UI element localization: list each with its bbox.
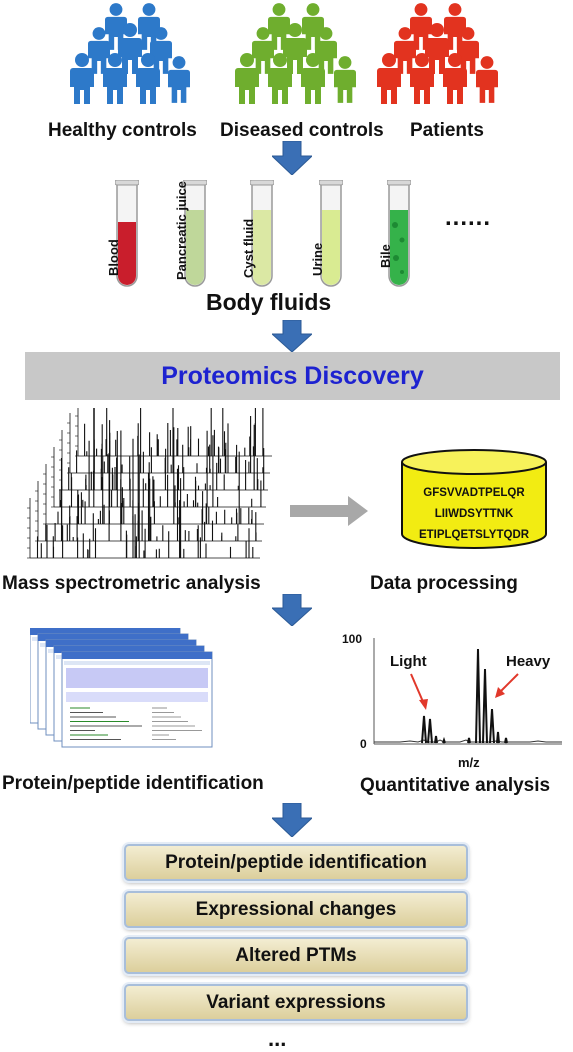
light-label: Light bbox=[390, 653, 427, 670]
down-arrow-icon bbox=[272, 320, 312, 352]
database-cylinder bbox=[401, 449, 547, 549]
quant-ymax-tick: 100 bbox=[342, 632, 362, 646]
heavy-arrow-icon bbox=[495, 673, 519, 698]
banner-title: Proteomics Discovery bbox=[161, 361, 424, 390]
tube-bile: Bile bbox=[378, 180, 411, 288]
proteomics-discovery-banner: Proteomics Discovery bbox=[25, 352, 560, 400]
quantitative-analysis-label: Quantitative analysis bbox=[360, 775, 551, 796]
identification-software-windows bbox=[30, 628, 213, 748]
result-label: Variant expressions bbox=[206, 991, 386, 1013]
tube-urine: Urine bbox=[310, 180, 343, 288]
healthy-controls-label: Healthy controls bbox=[48, 120, 197, 141]
heavy-label: Heavy bbox=[506, 653, 551, 670]
more-fluids-ellipsis: ...... bbox=[445, 204, 492, 231]
body-fluids-label: Body fluids bbox=[206, 289, 332, 315]
patients-figures bbox=[377, 3, 498, 104]
result-box-expressional-changes: Expressional changes bbox=[124, 891, 468, 928]
tube-blood: Blood bbox=[106, 180, 139, 288]
mass-spectra-stack bbox=[27, 408, 272, 559]
people-groups bbox=[70, 3, 498, 104]
result-box-altered-ptms: Altered PTMs bbox=[124, 937, 468, 974]
right-arrow-icon bbox=[290, 496, 368, 526]
diseased-controls-figures bbox=[235, 3, 356, 104]
patients-label: Patients bbox=[410, 120, 484, 141]
protein-identification-label: Protein/peptide identification bbox=[2, 773, 264, 794]
result-label: Expressional changes bbox=[195, 898, 397, 920]
quantitative-spectrum: 100 0 Light Heavy m/z bbox=[342, 632, 562, 770]
healthy-controls-figures bbox=[70, 3, 190, 104]
peptide-sequence: ETIPLQETSLYTQDR bbox=[418, 529, 530, 541]
peptide-sequence: LIIWDSYTTNK bbox=[434, 508, 514, 520]
tube-label-cyst-fluid: Cyst fluid bbox=[241, 218, 256, 278]
peptide-sequences: GFSVVADTPELQR LIIWDSYTTNK ETIPLQETSLYTQD… bbox=[403, 483, 545, 546]
tube-label-pancreatic-juice: Pancreatic juice bbox=[174, 181, 189, 280]
tube-cyst-fluid: Cyst fluid bbox=[241, 180, 274, 288]
tube-label-blood: Blood bbox=[106, 239, 121, 276]
result-box-variant-expressions: Variant expressions bbox=[124, 984, 468, 1021]
mass-spec-label: Mass spectrometric analysis bbox=[2, 573, 261, 594]
result-box-protein-identification: Protein/peptide identification bbox=[124, 844, 468, 881]
quant-yzero-tick: 0 bbox=[360, 737, 367, 751]
peptide-sequence: GFSVVADTPELQR bbox=[423, 487, 525, 499]
data-processing-label: Data processing bbox=[370, 573, 518, 594]
tube-pancreatic-juice: Pancreatic juice bbox=[174, 180, 207, 288]
diseased-controls-label: Diseased controls bbox=[220, 120, 384, 141]
result-label: Altered PTMs bbox=[235, 944, 357, 966]
down-arrow-icon bbox=[272, 141, 312, 175]
more-results-ellipsis: ... bbox=[268, 1026, 287, 1051]
quant-xlabel: m/z bbox=[458, 755, 480, 770]
tube-label-bile: Bile bbox=[378, 244, 393, 268]
light-arrow-icon bbox=[410, 673, 428, 710]
result-label: Protein/peptide identification bbox=[165, 851, 427, 873]
down-arrow-icon bbox=[272, 803, 312, 837]
down-arrow-icon bbox=[272, 594, 312, 626]
tube-label-urine: Urine bbox=[310, 242, 325, 276]
